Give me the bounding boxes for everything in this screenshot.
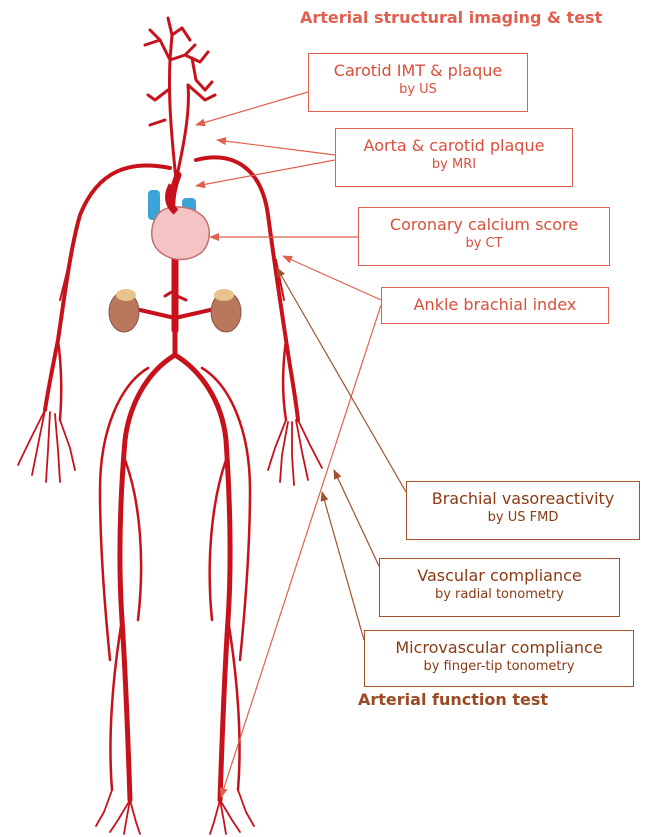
- brachial-vasoreactivity-method: by US FMD: [407, 511, 639, 526]
- structural-imaging-header: Arterial structural imaging & test: [300, 8, 602, 27]
- arrow-abi-ankle: [221, 305, 381, 797]
- arrow-micro: [322, 492, 364, 640]
- vascular-compliance-title: Vascular compliance: [380, 567, 619, 585]
- carotid-imt-label: Carotid IMT & plaque by US: [308, 53, 528, 112]
- brachial-vasoreactivity-title: Brachial vasoreactivity: [407, 490, 639, 508]
- coronary-calcium-title: Coronary calcium score: [359, 216, 609, 234]
- foot-arteries: [96, 790, 254, 834]
- leg-arteries: [120, 330, 230, 800]
- head-arteries: [145, 18, 215, 180]
- carotid-imt-method: by US: [309, 83, 527, 98]
- coronary-calcium-label: Coronary calcium score by CT: [358, 207, 610, 266]
- right-adrenal: [116, 289, 136, 301]
- hand-arteries: [18, 410, 322, 485]
- coronary-calcium-method: by CT: [359, 237, 609, 252]
- heart-body: [152, 207, 210, 260]
- aorta-plaque-method: by MRI: [336, 158, 572, 173]
- heart: [148, 185, 209, 260]
- carotid-imt-title: Carotid IMT & plaque: [309, 62, 527, 80]
- vascular-compliance-label: Vascular compliance by radial tonometry: [379, 558, 620, 617]
- brachial-vasoreactivity-label: Brachial vasoreactivity by US FMD: [406, 481, 640, 540]
- vascular-compliance-method: by radial tonometry: [380, 588, 619, 603]
- microvascular-compliance-title: Microvascular compliance: [365, 639, 633, 657]
- ankle-brachial-index-label: Ankle brachial index: [381, 287, 609, 324]
- arrow-aorta-lower: [196, 160, 335, 186]
- ankle-brachial-index-title: Ankle brachial index: [382, 296, 608, 314]
- aorta-carotid-plaque-label: Aorta & carotid plaque by MRI: [335, 128, 573, 187]
- arterial-tree: [18, 18, 322, 834]
- arrow-vascular: [334, 470, 379, 566]
- arrow-aorta-upper: [217, 140, 335, 155]
- microvascular-compliance-method: by finger-tip tonometry: [365, 660, 633, 675]
- function-test-header: Arterial function test: [358, 690, 548, 709]
- left-adrenal: [214, 289, 234, 301]
- aorta-plaque-title: Aorta & carotid plaque: [336, 137, 572, 155]
- microvascular-compliance-label: Microvascular compliance by finger-tip t…: [364, 630, 634, 687]
